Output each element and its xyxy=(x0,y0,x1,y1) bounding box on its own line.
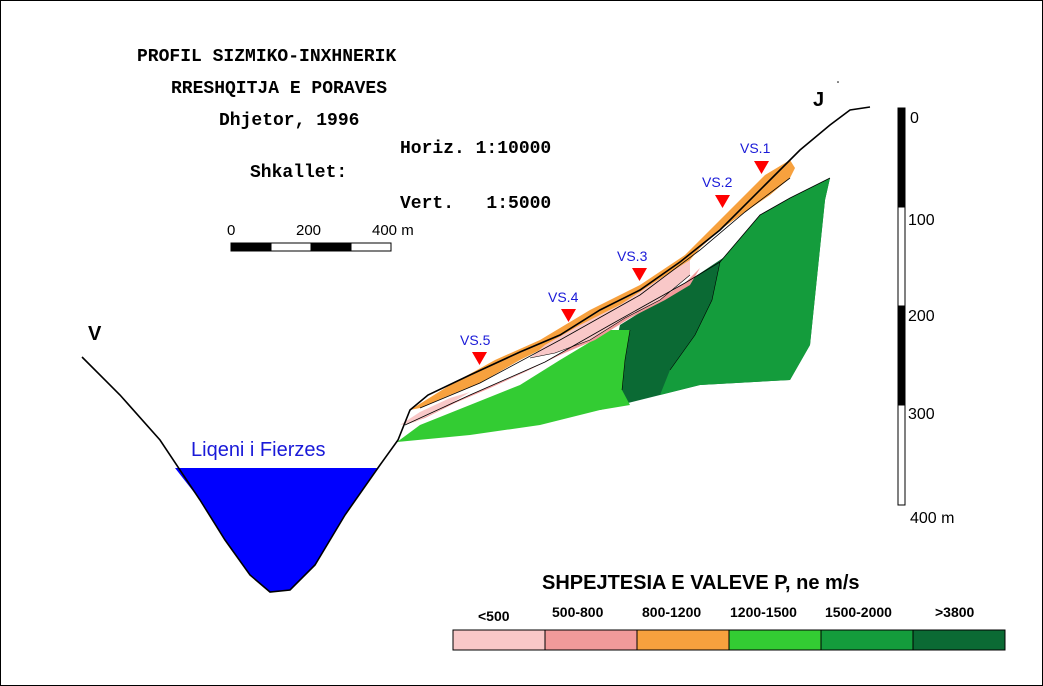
depth-tick-400: 400 m xyxy=(910,510,954,527)
depth-tick-0: 0 xyxy=(910,110,919,127)
legend-swatch-1 xyxy=(544,629,638,651)
station-vs4-marker xyxy=(561,309,576,322)
station-vs5-label: VS.5 xyxy=(460,332,491,348)
terrain-profile-line xyxy=(81,106,871,593)
layer-1200-1500 xyxy=(397,330,630,442)
scale-vertical: Vert. 1:5000 xyxy=(400,194,551,214)
velocity-layers xyxy=(397,160,831,442)
scale-tick-400: 400 m xyxy=(372,222,414,239)
layer-800-1200 xyxy=(410,160,795,410)
station-vs3-marker xyxy=(632,268,647,281)
legend-swatch-5 xyxy=(912,629,1006,651)
legend-label-5: >3800 xyxy=(935,604,975,620)
legend-swatch-0 xyxy=(452,629,546,651)
station-vs1-label: VS.1 xyxy=(740,140,771,156)
station-vs3-label: VS.3 xyxy=(617,248,648,264)
title-line-3: Dhjetor, 1996 xyxy=(219,111,359,131)
title-line-2: RRESHQITJA E PORAVES xyxy=(171,79,387,99)
depth-tick-200: 200 xyxy=(908,308,935,325)
legend-label-1: 500-800 xyxy=(552,604,604,620)
layer-lt500 xyxy=(530,260,690,358)
lake-label: Liqeni i Fierzes xyxy=(191,439,326,461)
station-vs5-marker xyxy=(472,352,487,365)
legend-label-3: 1200-1500 xyxy=(730,604,797,620)
scale-tick-200: 200 xyxy=(296,222,321,239)
scale-horizontal: Horiz. 1:10000 xyxy=(400,139,551,159)
legend-swatch-3 xyxy=(728,629,822,651)
velocity-legend: SHPEJTESIA E VALEVE P, ne m/s <500 500-80… xyxy=(452,572,1006,651)
layer-lt500-toe xyxy=(400,392,470,425)
legend-title: SHPEJTESIA E VALEVE P, ne m/s xyxy=(542,572,860,594)
lake-water xyxy=(175,468,377,592)
legend-label-0: <500 xyxy=(478,608,510,624)
scale-tick-0: 0 xyxy=(227,222,235,239)
south-label: J xyxy=(813,89,824,111)
legend-swatch-2 xyxy=(636,629,730,651)
layer-1500-2000 xyxy=(660,178,830,395)
legend-swatch-4 xyxy=(820,629,914,651)
depth-scale-bar: 0 100 200 300 400 m xyxy=(897,107,954,527)
legend-label-2: 800-1200 xyxy=(642,604,701,620)
title-line-1: PROFIL SIZMIKO-INXHNERIK xyxy=(137,47,396,67)
station-vs2-label: VS.2 xyxy=(702,174,733,190)
legend-label-4: 1500-2000 xyxy=(825,604,892,620)
station-markers: VS.1 VS.2 VS.3 VS.4 VS.5 xyxy=(460,140,771,365)
station-vs1-marker xyxy=(754,161,769,174)
depth-tick-100: 100 xyxy=(908,212,935,229)
depth-tick-300: 300 xyxy=(908,406,935,423)
scale-label: Shkallet: xyxy=(250,163,347,183)
horizontal-scale-bar: 0 200 400 m xyxy=(227,222,414,252)
west-label: V xyxy=(88,323,102,345)
station-vs2-marker xyxy=(715,195,730,208)
station-vs4-label: VS.4 xyxy=(548,289,579,305)
